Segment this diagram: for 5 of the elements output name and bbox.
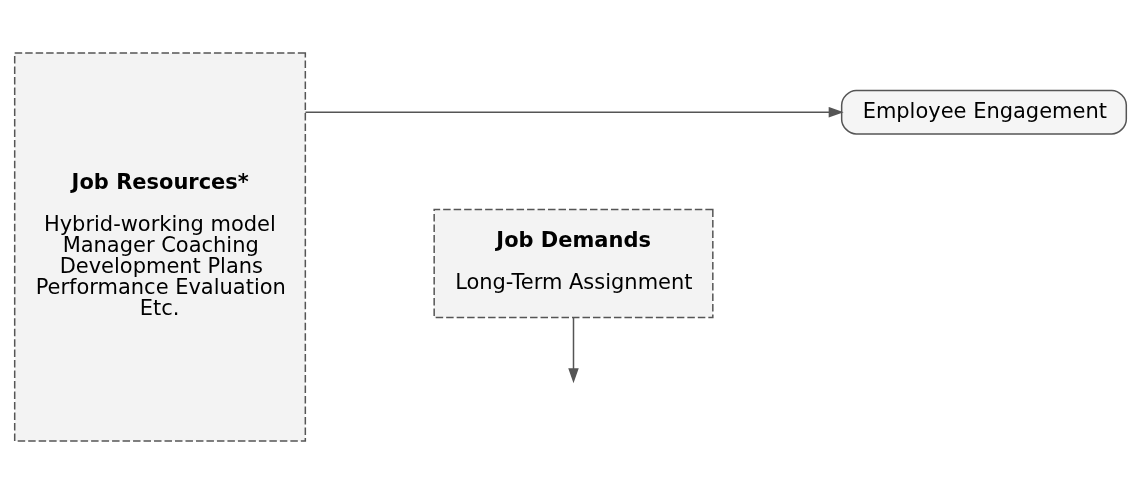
node-box: Job Demands Long-Term Assignment [433, 208, 714, 318]
arrow [304, 106, 844, 117]
arrow [568, 316, 579, 383]
node-box: Employee Engagement [840, 89, 1128, 135]
node-box: Job Resources* Hybrid-working model Manager Coaching Development Plans Performance Evaluation Etc. [13, 51, 307, 442]
